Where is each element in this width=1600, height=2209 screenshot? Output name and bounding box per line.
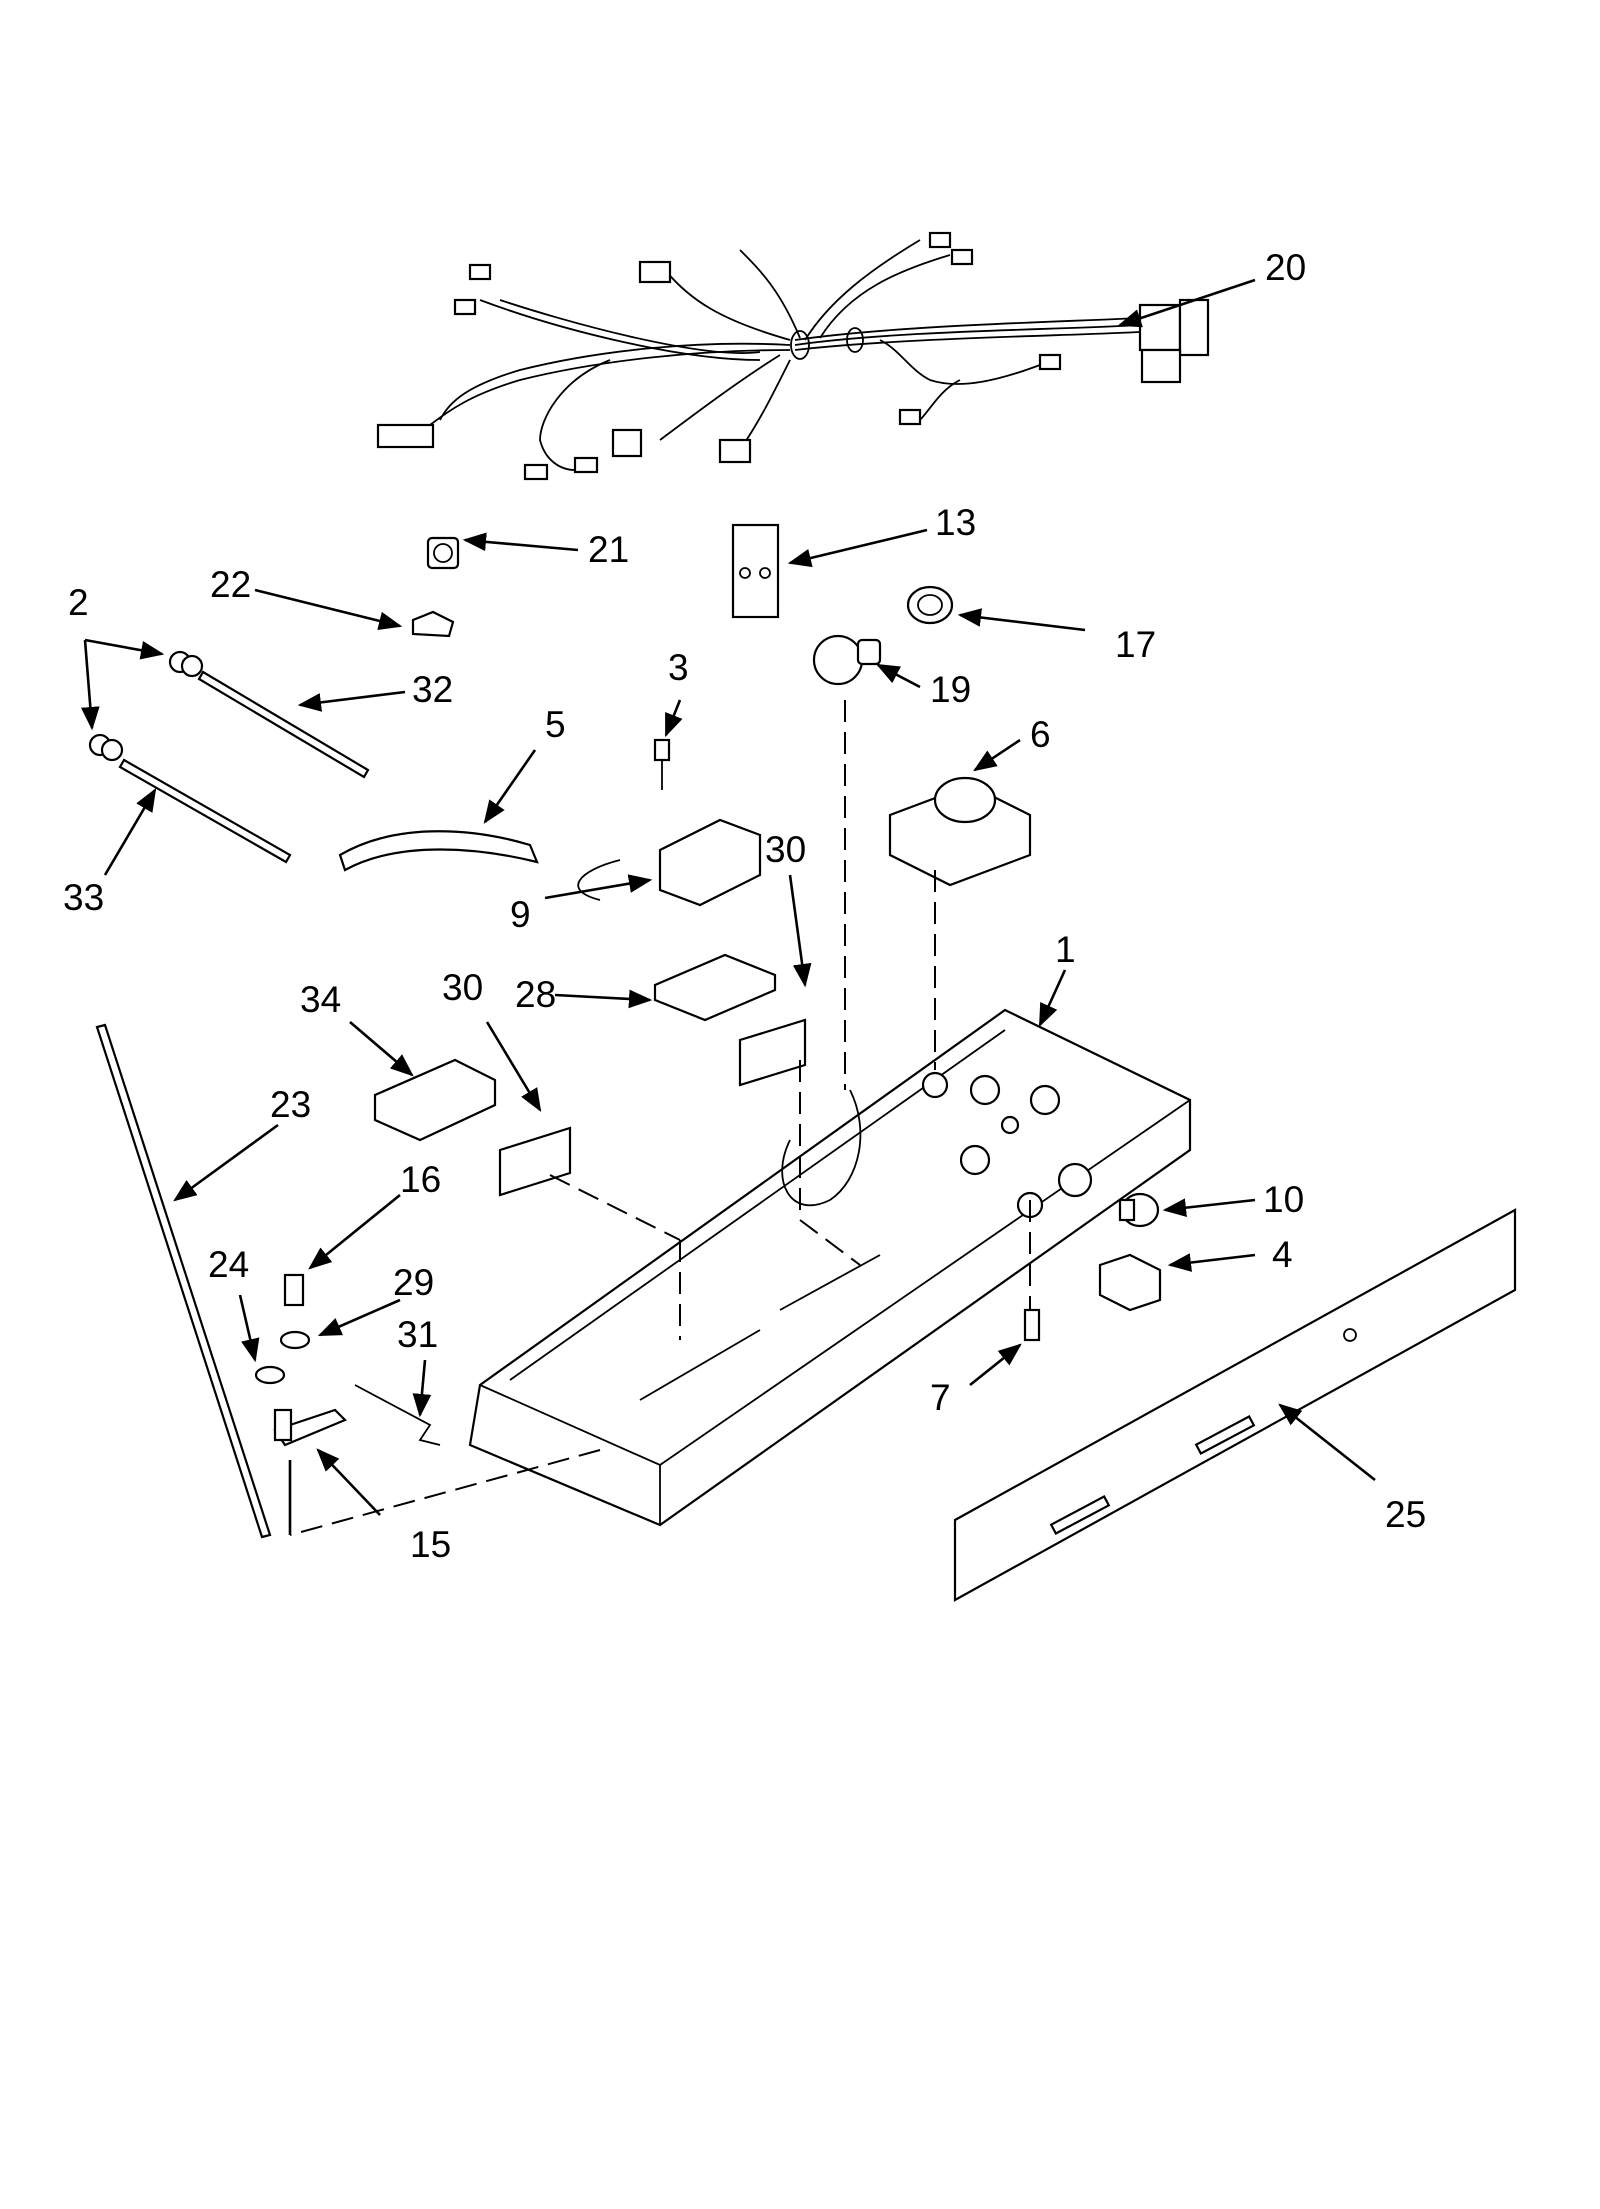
callout-13: 13 (935, 502, 976, 543)
insulation-13 (731, 523, 780, 619)
rod-23 (95, 1023, 272, 1539)
callout-25: 25 (1385, 1494, 1426, 1535)
callout-16: 16 (400, 1159, 441, 1200)
bracket-28 (653, 953, 777, 1022)
callout-19: 19 (930, 669, 971, 710)
callout-3: 3 (668, 647, 689, 688)
tube-5 (338, 830, 539, 872)
wire-harness (376, 231, 1210, 481)
callout-22: 22 (210, 564, 251, 605)
bushings-2 (88, 650, 204, 762)
callout-21: 21 (588, 529, 629, 570)
timer-6 (888, 776, 1032, 887)
label-30a (738, 1018, 807, 1087)
callout-10: 10 (1263, 1179, 1304, 1220)
label-30b (498, 1126, 572, 1197)
callout-9: 9 (510, 894, 531, 935)
callout-7: 7 (930, 1377, 951, 1418)
screw-16 (283, 1273, 305, 1307)
callout-4: 4 (1272, 1234, 1293, 1275)
bracket-15 (273, 1408, 347, 1447)
screw-3 (653, 738, 671, 790)
button-10 (1118, 1192, 1160, 1228)
switch-9 (577, 818, 762, 907)
control-housing-1 (468, 1008, 1192, 1527)
washer-24 (254, 1365, 286, 1385)
rod-32 (197, 670, 370, 779)
callout-17: 17 (1115, 624, 1156, 665)
clip-22 (411, 610, 455, 638)
callout-30-upper: 30 (765, 829, 806, 870)
thermostat-21 (426, 536, 460, 570)
callout-33: 33 (63, 877, 104, 918)
screw-7 (1023, 1308, 1041, 1342)
callout-15: 15 (410, 1524, 451, 1565)
rod-33 (118, 758, 292, 864)
callout-6: 6 (1030, 714, 1051, 755)
bracket-34 (373, 1058, 497, 1142)
cover-25 (953, 1208, 1517, 1602)
callout-1: 1 (1055, 929, 1076, 970)
callout-32: 32 (412, 669, 453, 710)
callout-23: 23 (270, 1084, 311, 1125)
callout-34: 34 (300, 979, 341, 1020)
callout-30-lower: 30 (442, 967, 483, 1008)
callout-31: 31 (397, 1314, 438, 1355)
switch-4 (1098, 1253, 1162, 1312)
washer-29 (279, 1330, 311, 1350)
spring-31 (354, 1384, 441, 1446)
callout-28: 28 (515, 974, 556, 1015)
callout-24: 24 (208, 1244, 249, 1285)
callout-29: 29 (393, 1262, 434, 1303)
bulb-19 (812, 634, 882, 686)
socket-17 (906, 585, 954, 625)
callout-2: 2 (68, 582, 89, 623)
callout-5: 5 (545, 704, 566, 745)
callout-20: 20 (1265, 247, 1306, 288)
